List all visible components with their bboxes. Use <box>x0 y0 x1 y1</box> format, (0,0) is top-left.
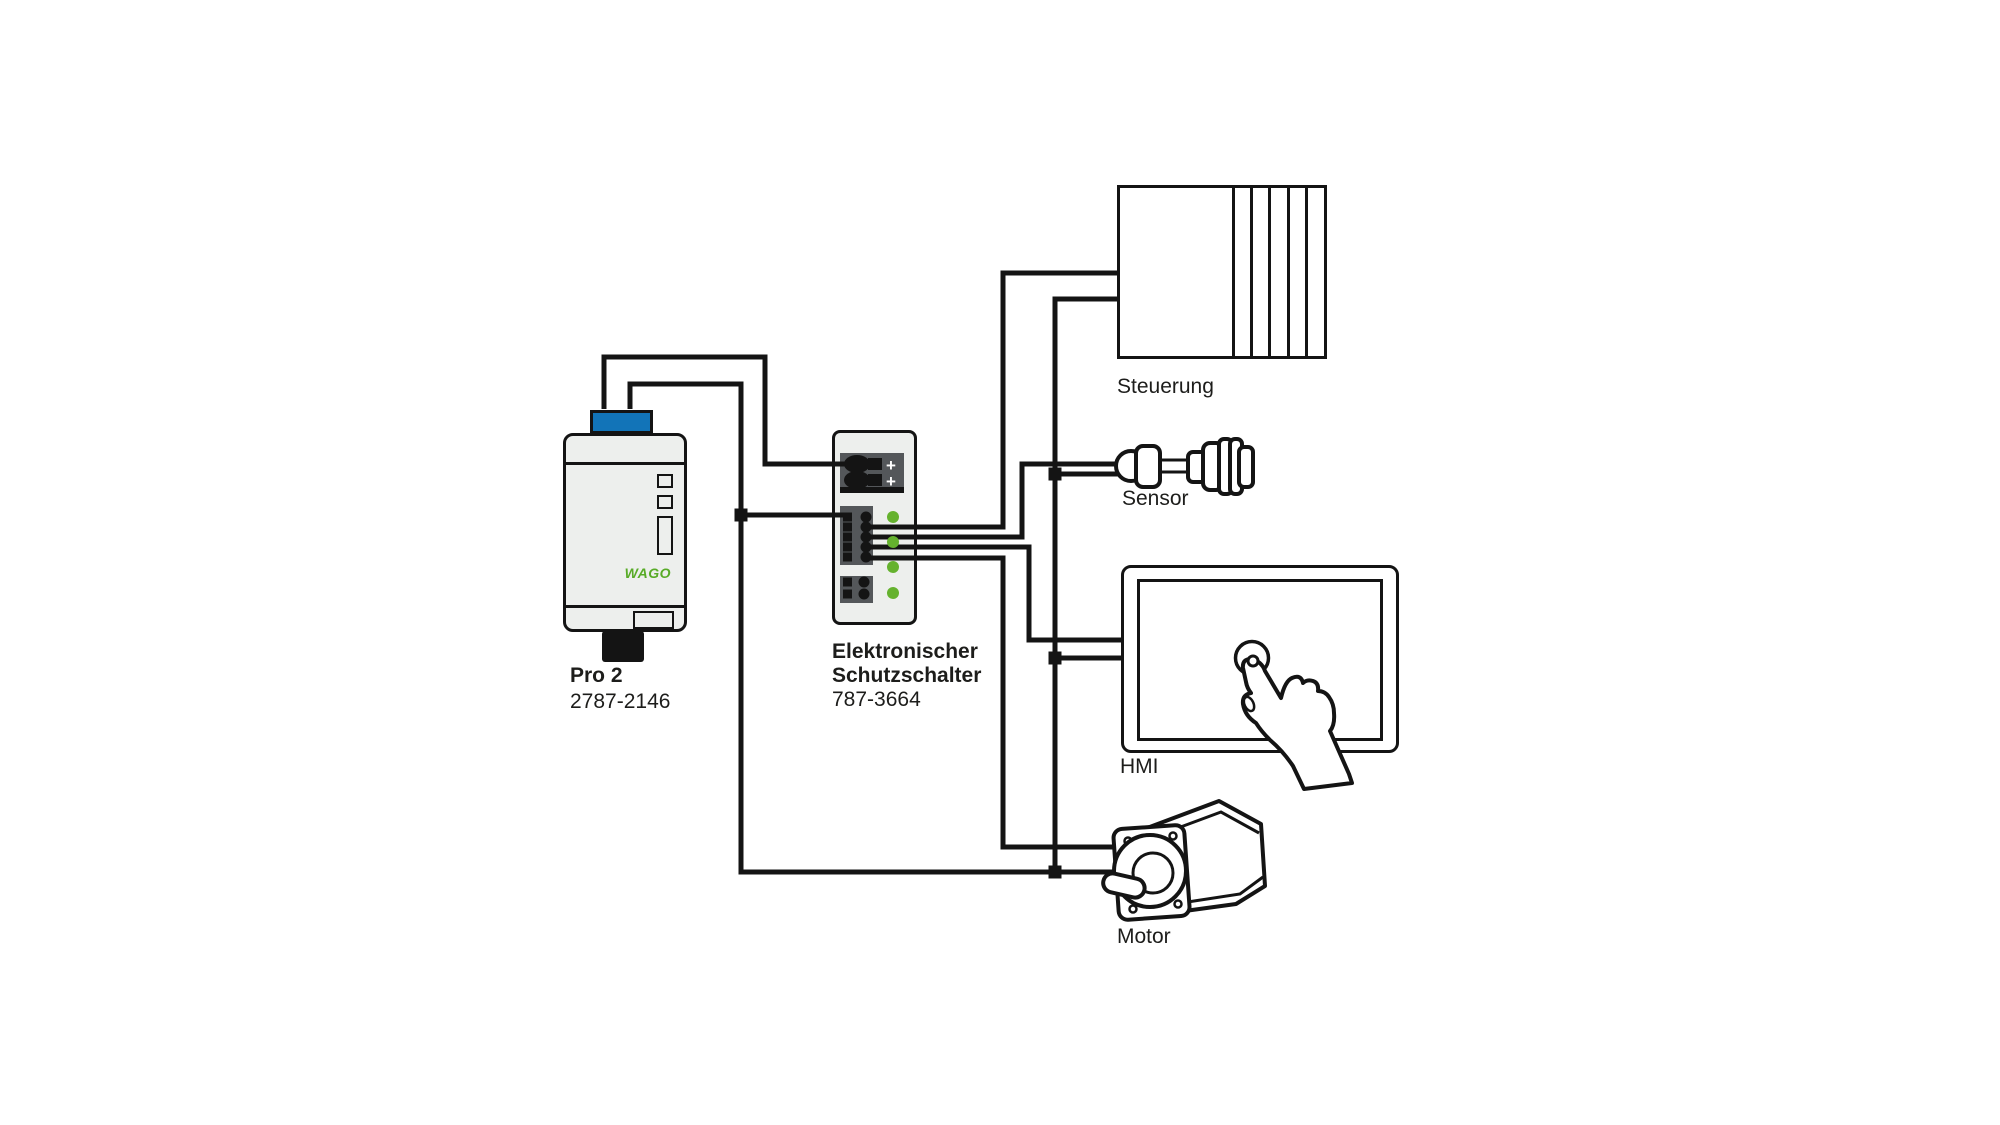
breaker-code-label: 787-3664 <box>832 688 921 711</box>
psu-name-label: Pro 2 <box>570 664 623 687</box>
motor-label: Motor <box>1117 925 1171 948</box>
breaker-device <box>832 430 917 625</box>
hmi-label: HMI <box>1120 755 1159 778</box>
controller-slot-line <box>1232 188 1235 356</box>
hmi-screen <box>1137 579 1383 741</box>
psu-cap-divider <box>566 462 684 465</box>
breaker-title-line1: Elektronischer <box>832 640 978 663</box>
psu-bottom-window <box>633 611 674 629</box>
psu-code-label: 2787-2146 <box>570 690 671 713</box>
psu-bottom-divider <box>566 605 684 608</box>
sensor-connector-icon <box>1114 437 1255 496</box>
controller-slot-line <box>1287 188 1290 356</box>
controller-slot-line <box>1250 188 1253 356</box>
controller-slot-line <box>1305 188 1308 356</box>
psu-display-window <box>657 516 673 555</box>
breaker-title-line2: Schutzschalter <box>832 664 982 687</box>
controller-label: Steuerung <box>1117 375 1214 398</box>
psu-top-connector <box>590 410 653 434</box>
psu-indicator-window-1 <box>657 474 673 488</box>
motor-icon <box>1101 799 1267 922</box>
psu-device: WAGO <box>563 433 687 632</box>
wire-minus-riser <box>1052 296 1118 872</box>
controller-device <box>1117 185 1327 359</box>
sensor-label: Sensor <box>1122 487 1189 510</box>
psu-bottom-connector <box>602 631 644 662</box>
wago-logo: WAGO <box>624 565 671 581</box>
controller-slot-line <box>1268 188 1271 356</box>
psu-indicator-window-2 <box>657 495 673 509</box>
